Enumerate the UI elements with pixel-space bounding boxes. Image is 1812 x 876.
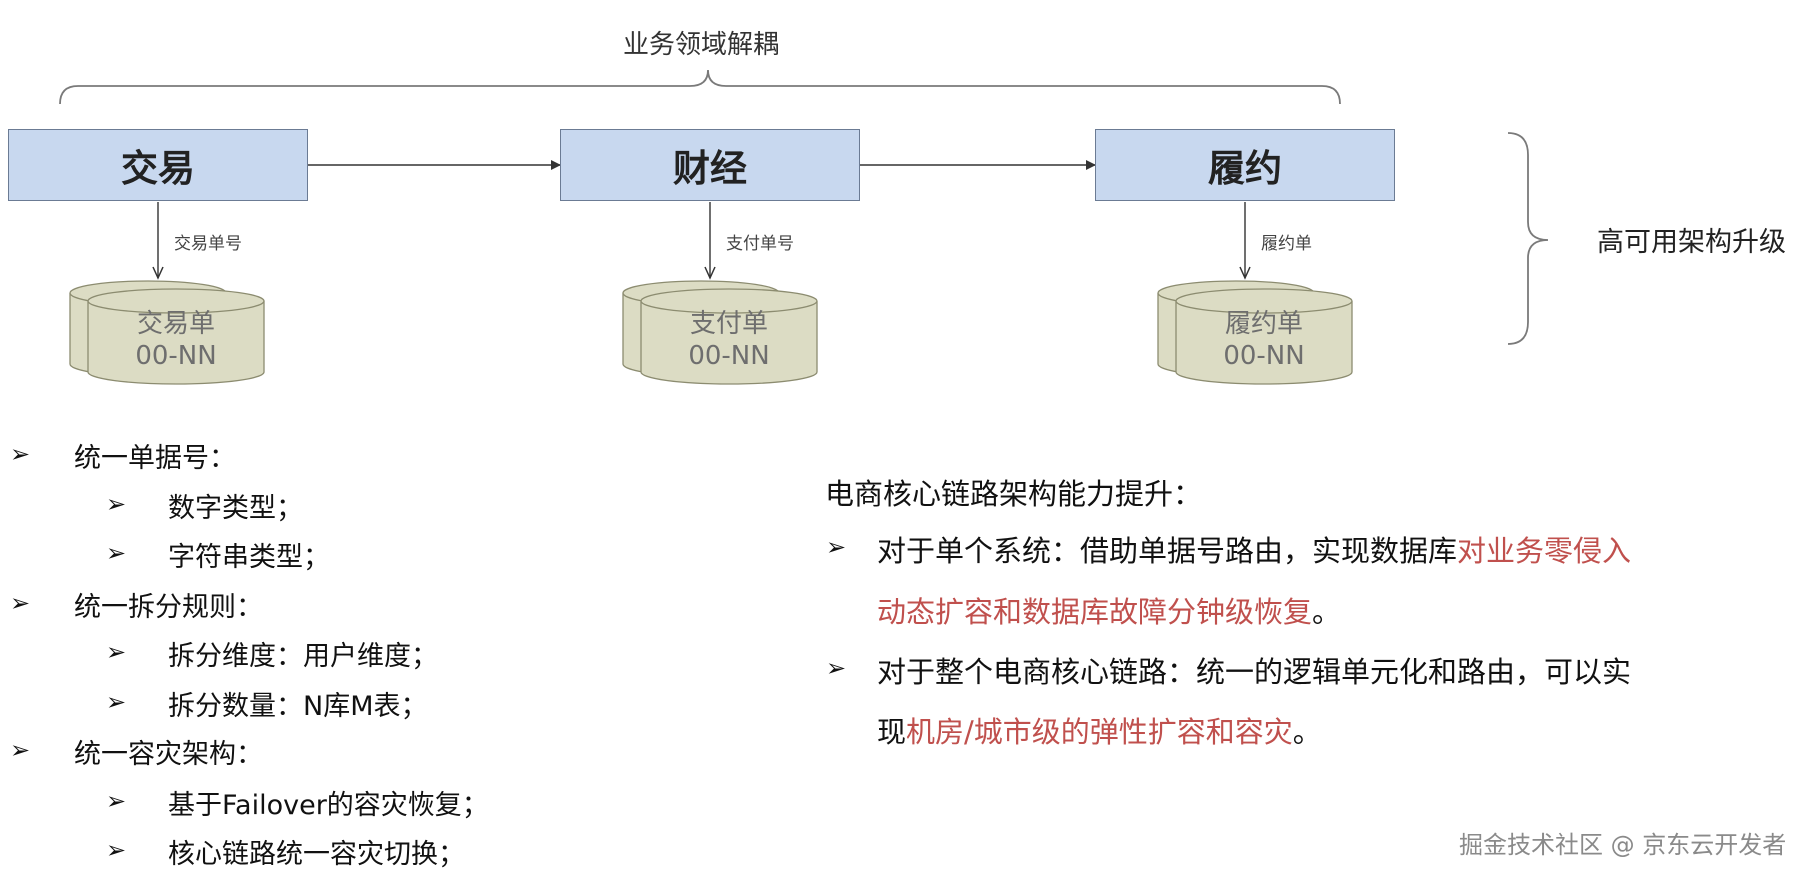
highlight-text: 动态扩容和数据库故障分钟级恢复 xyxy=(877,595,1313,629)
bullet-arrow-icon: ➢ xyxy=(106,638,127,666)
db-label-trade: 交易单 00-NN xyxy=(80,308,272,372)
db-label-payment: 支付单 00-NN xyxy=(633,308,825,372)
plain-text: 。 xyxy=(1292,715,1322,749)
list-item: 拆分维度：用户维度； xyxy=(168,641,438,672)
bullet-arrow-icon: ➢ xyxy=(10,440,31,468)
domain-box-fulfillment: 履约 xyxy=(1095,129,1395,201)
right-panel-title: 电商核心链路架构能力提升： xyxy=(825,477,1203,511)
watermark: 掘金技术社区 @ 京东云开发者 xyxy=(1459,831,1787,859)
list-item: 统一单据号： xyxy=(74,443,236,474)
bullet-arrow-icon: ➢ xyxy=(826,654,847,682)
edge-label-fulfillment: 履约单 xyxy=(1261,234,1312,254)
bullet-arrow-icon: ➢ xyxy=(10,736,31,764)
right-item-2-line-1: 对于整个电商核心链路：统一的逻辑单元化和路由，可以实 xyxy=(877,655,1632,689)
db-range: 00-NN xyxy=(135,341,217,371)
list-item: 统一拆分规则： xyxy=(74,592,263,623)
plain-text: 现 xyxy=(877,715,907,749)
edge-label-payment: 支付单号 xyxy=(726,234,794,254)
domain-box-trade: 交易 xyxy=(8,129,308,201)
bullet-arrow-icon: ➢ xyxy=(10,589,31,617)
edge-label-trade: 交易单号 xyxy=(174,234,242,254)
top-brace xyxy=(59,69,1341,105)
db-name: 支付单 xyxy=(689,309,768,339)
db-cylinder-fulfillment xyxy=(1157,280,1353,385)
bullet-arrow-icon: ➢ xyxy=(106,688,127,716)
db-range: 00-NN xyxy=(1223,341,1305,371)
right-item-2-line-2: 现机房/城市级的弹性扩容和容灾。 xyxy=(877,709,1322,751)
list-item: 核心链路统一容灾切换； xyxy=(168,839,465,870)
side-brace-label: 高可用架构升级 xyxy=(1597,227,1786,258)
domain-box-finance: 财经 xyxy=(560,129,860,201)
bullet-arrow-icon: ➢ xyxy=(826,533,847,561)
db-cylinder-trade xyxy=(69,280,265,385)
bullet-arrow-icon: ➢ xyxy=(106,490,127,518)
right-item-1-line-2: 动态扩容和数据库故障分钟级恢复。 xyxy=(877,589,1341,631)
db-label-fulfillment: 履约单 00-NN xyxy=(1168,308,1360,372)
highlight-text: 机房/城市级的弹性扩容和容灾 xyxy=(906,715,1293,749)
db-name: 交易单 xyxy=(136,309,215,339)
list-item: 统一容灾架构： xyxy=(74,739,263,770)
db-range: 00-NN xyxy=(688,341,770,371)
list-item: 数字类型； xyxy=(168,493,303,524)
bullet-arrow-icon: ➢ xyxy=(106,539,127,567)
list-item: 拆分数量：N库M表； xyxy=(168,691,428,722)
list-item: 字符串类型； xyxy=(168,542,330,573)
top-brace-label: 业务领域解耦 xyxy=(623,30,780,60)
plain-text: 对于单个系统：借助单据号路由，实现数据库 xyxy=(877,534,1458,568)
db-cylinder-payment xyxy=(622,280,818,385)
db-name: 履约单 xyxy=(1224,309,1303,339)
right-item-1-line-1: 对于单个系统：借助单据号路由，实现数据库对业务零侵入 xyxy=(877,528,1631,570)
plain-text: 。 xyxy=(1312,595,1342,629)
side-brace xyxy=(1507,132,1549,345)
highlight-text: 对业务零侵入 xyxy=(1457,534,1632,568)
bullet-arrow-icon: ➢ xyxy=(106,787,127,815)
bullet-arrow-icon: ➢ xyxy=(106,836,127,864)
list-item: 基于Failover的容灾恢复； xyxy=(168,790,489,821)
